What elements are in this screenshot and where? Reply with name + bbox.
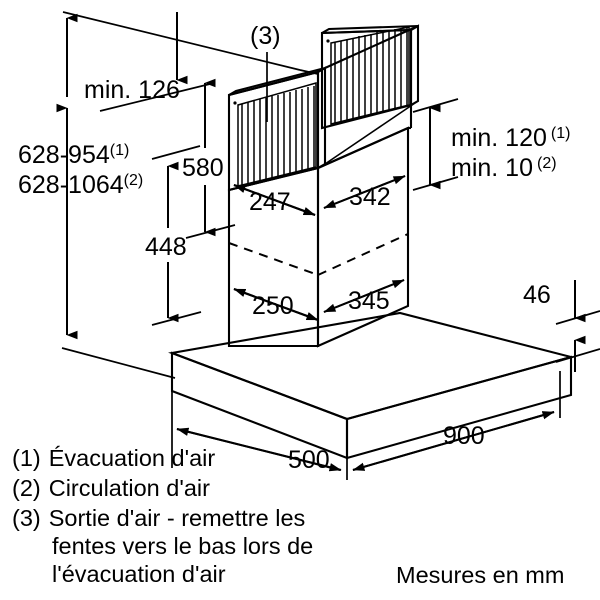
legend-line-2: (2)Circulation d'air (12, 475, 210, 501)
label-448: 448 (145, 233, 187, 261)
label-total-height-2: 628-1064(2) (18, 171, 143, 199)
legend-line-4: fentes vers le bas lors de (52, 533, 313, 559)
label-min-126: min. 126 (84, 76, 180, 104)
vent-slots-front (241, 86, 315, 185)
legend-line-5: l'évacuation d'air (52, 561, 226, 587)
legend-line-1: (1)Évacuation d'air (12, 445, 215, 471)
legend-line-3: (3)Sortie d'air - remettre les (12, 505, 305, 531)
ext-line-580-bottom (185, 224, 236, 239)
chimney-body (227, 105, 413, 348)
dimension-247 (233, 184, 316, 216)
dimension-46 (555, 280, 600, 372)
dimension-342 (323, 175, 406, 209)
label-callout-3: (3) (250, 22, 281, 50)
label-500: 500 (288, 446, 330, 474)
dimension-500 (171, 369, 342, 472)
label-900: 900 (443, 422, 485, 450)
label-345: 345 (348, 287, 390, 315)
dimension-900 (346, 371, 561, 480)
label-250: 250 (252, 292, 294, 320)
ext-line-448-bottom (151, 311, 202, 326)
label-total-height-1: 628-954(1) (18, 141, 129, 169)
vent-slots-rear (334, 27, 408, 123)
label-580: 580 (182, 154, 224, 182)
label-342: 342 (349, 183, 391, 211)
dimension-345 (323, 279, 405, 313)
dimension-250 (233, 288, 319, 321)
dimension-min-120-10 (412, 98, 459, 191)
legend-block: (1)Évacuation d'air (2)Circulation d'air… (12, 445, 313, 587)
dimension-min-126 (66, 12, 188, 97)
label-min-120: min. 120(1) (451, 124, 570, 152)
label-247: 247 (249, 188, 291, 216)
label-min-10: min. 10(2) (451, 154, 557, 182)
ext-line-chimney-top (99, 82, 215, 112)
ext-line-448-top (151, 145, 201, 160)
label-46: 46 (523, 281, 551, 309)
units-note: Mesures en mm (396, 562, 564, 588)
hood-body-slab (168, 311, 576, 460)
ext-line-hood-bottom (61, 347, 176, 379)
